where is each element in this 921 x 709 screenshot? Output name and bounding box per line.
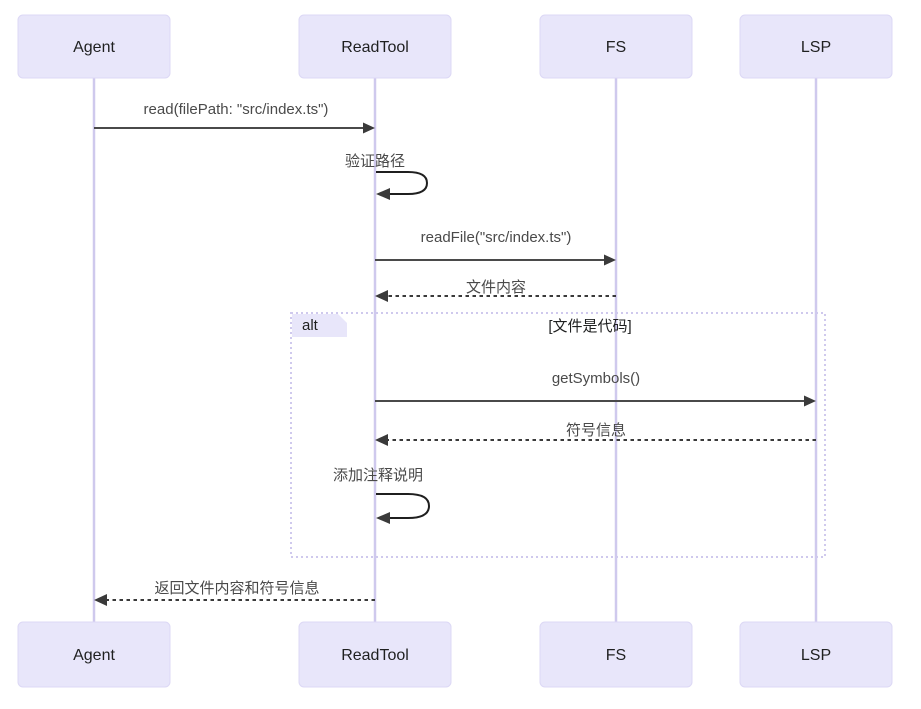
message-label: readFile("src/index.ts") <box>421 229 572 246</box>
participant-label: ReadTool <box>341 647 409 664</box>
lifelines-group <box>92 78 818 622</box>
message-label: 文件内容 <box>466 279 526 296</box>
participant-agent-top[interactable]: Agent <box>17 14 171 79</box>
arrowhead-left <box>375 434 388 446</box>
participant-box[interactable] <box>17 14 171 79</box>
arrowhead-right <box>804 395 816 407</box>
arrowhead-left <box>376 512 390 524</box>
participants-bottom: Agent ReadTool FS LSP <box>17 621 893 688</box>
self-loop-path <box>376 171 429 195</box>
message-label: read(filePath: "src/index.ts") <box>144 101 329 118</box>
alt-tag-background <box>292 314 347 337</box>
message-symbol-info: 符号信息 <box>375 422 816 446</box>
participant-lsp-bottom[interactable]: LSP <box>739 621 893 688</box>
arrowhead-right <box>363 122 375 134</box>
message-label: getSymbols() <box>552 370 640 387</box>
participant-fs-bottom[interactable]: FS <box>539 621 693 688</box>
participant-label: ReadTool <box>341 39 409 56</box>
arrowhead-right <box>604 254 616 266</box>
participants-top: Agent ReadTool FS LSP <box>17 14 893 79</box>
message-label: 符号信息 <box>566 422 626 439</box>
alt-condition-label: [文件是代码] <box>548 318 631 335</box>
message-validate-path-selfloop: 验证路径 <box>345 153 429 200</box>
message-getsymbols: getSymbols() <box>375 370 816 407</box>
participant-box[interactable] <box>539 14 693 79</box>
participant-fs-top[interactable]: FS <box>539 14 693 79</box>
self-loop-path <box>376 493 431 519</box>
participant-box[interactable] <box>739 14 893 79</box>
participant-box[interactable] <box>739 621 893 688</box>
message-label: 返回文件内容和符号信息 <box>154 580 319 597</box>
participant-agent-bottom[interactable]: Agent <box>17 621 171 688</box>
participant-label: LSP <box>801 39 831 56</box>
message-add-comments-selfloop: 添加注释说明 <box>333 467 431 524</box>
participant-lsp-top[interactable]: LSP <box>739 14 893 79</box>
arrowhead-left <box>376 188 390 200</box>
message-label: 验证路径 <box>345 153 405 170</box>
participant-label: FS <box>606 647 626 664</box>
participant-readtool-bottom[interactable]: ReadTool <box>298 621 452 688</box>
message-readfile: readFile("src/index.ts") <box>375 229 616 266</box>
participant-label: Agent <box>73 39 115 56</box>
participant-label: LSP <box>801 647 831 664</box>
participant-box[interactable] <box>298 621 452 688</box>
arrowhead-left <box>94 594 107 606</box>
message-return-content-and-symbols: 返回文件内容和符号信息 <box>94 580 375 606</box>
participant-box[interactable] <box>539 621 693 688</box>
message-label: 添加注释说明 <box>333 467 423 484</box>
message-read-filepath: read(filePath: "src/index.ts") <box>94 101 375 134</box>
participant-box[interactable] <box>298 14 452 79</box>
alt-fragment-border <box>290 312 826 558</box>
participant-box[interactable] <box>17 621 171 688</box>
alt-tag-label: alt <box>302 317 319 334</box>
participant-label: Agent <box>73 647 115 664</box>
participant-label: FS <box>606 39 626 56</box>
alt-fragment: alt [文件是代码] <box>290 312 826 558</box>
message-file-content: 文件内容 <box>375 279 616 302</box>
participant-readtool-top[interactable]: ReadTool <box>298 14 452 79</box>
arrowhead-left <box>375 290 388 302</box>
